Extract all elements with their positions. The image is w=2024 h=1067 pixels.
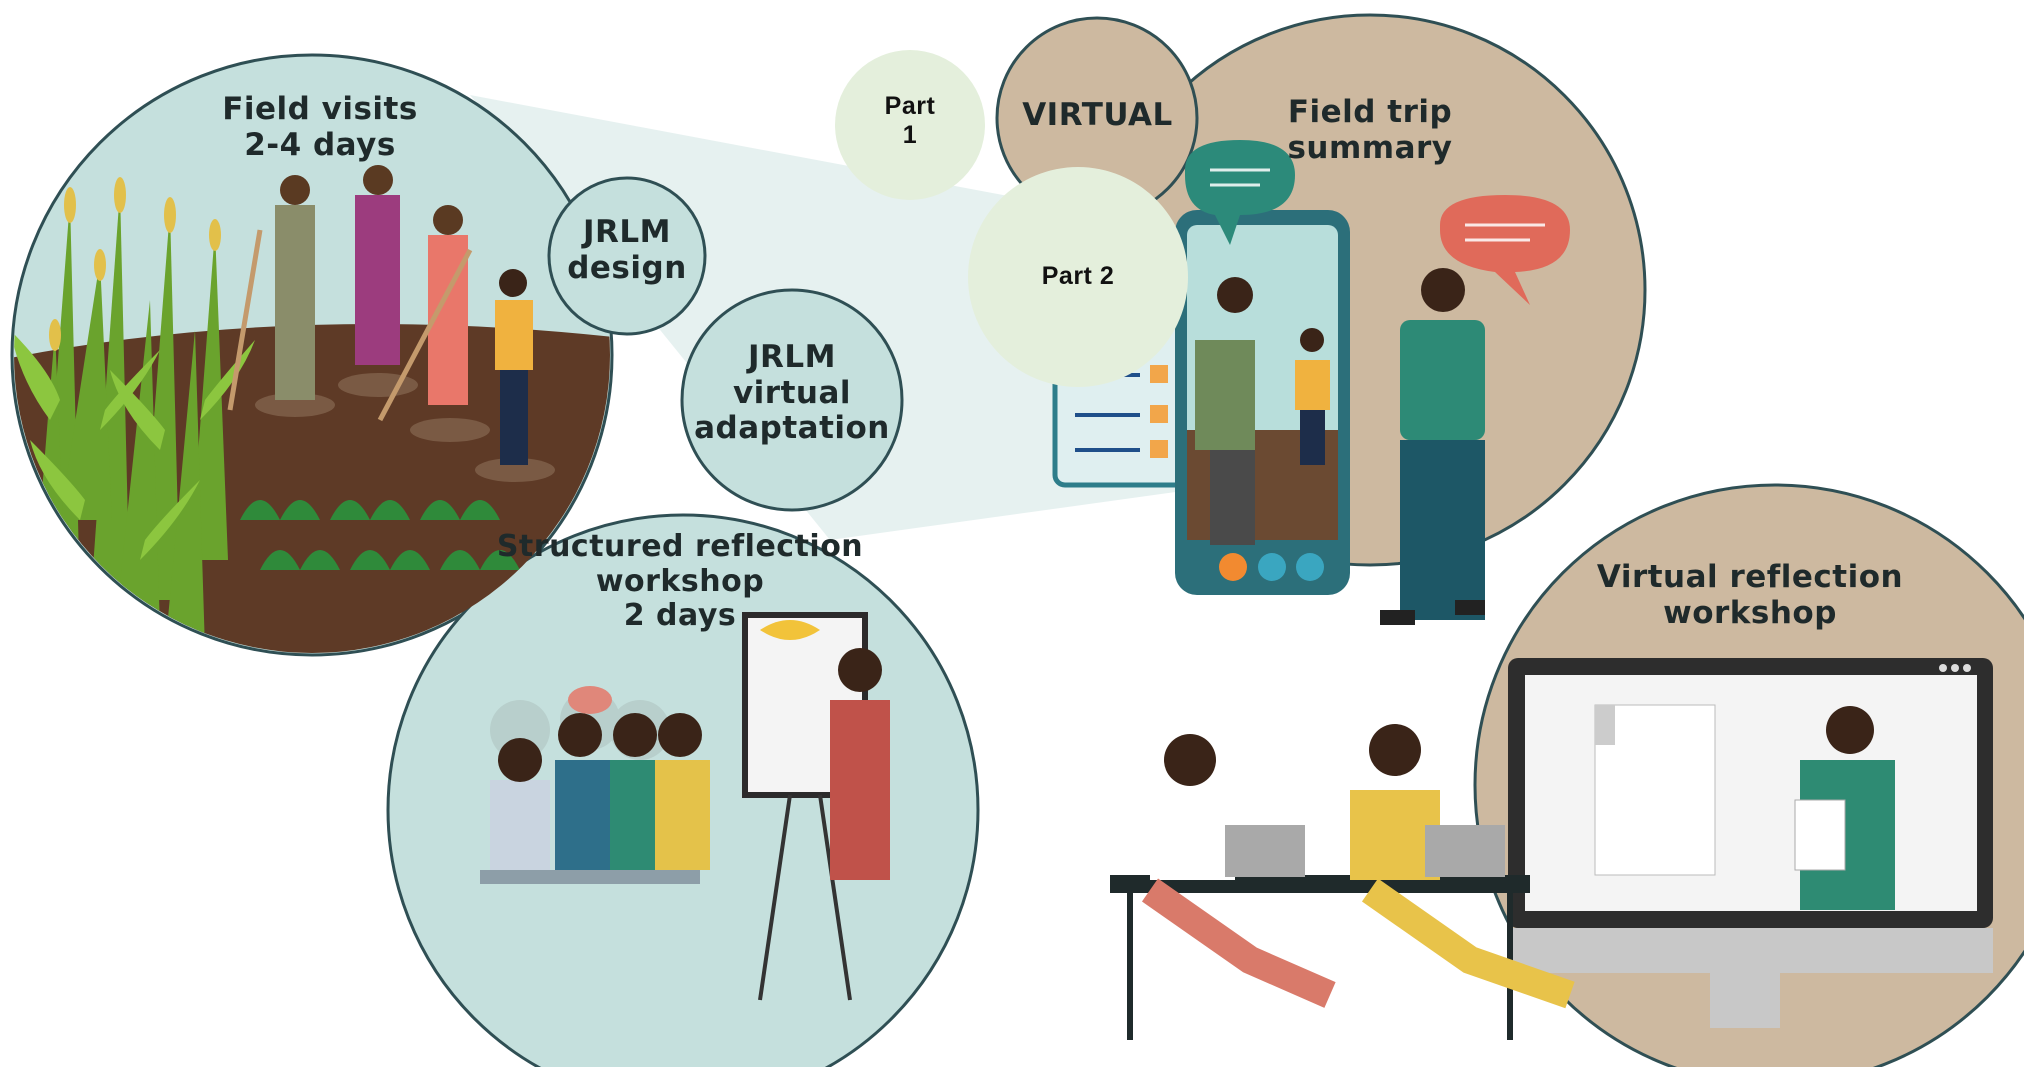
microphone-icon (1296, 553, 1324, 581)
jrlm-virtual-circle (680, 288, 904, 512)
phone-video-call (1175, 210, 1350, 595)
virtual-workshop-scene (1110, 658, 1993, 1040)
end-call-icon (1219, 553, 1247, 581)
standing-man (1380, 268, 1485, 625)
video-camera-icon (1258, 553, 1286, 581)
speech-bubble-icon (1185, 140, 1570, 305)
part-2-label: Part 2 (1041, 262, 1115, 290)
farmer-figures (227, 165, 555, 482)
part-1-circle (835, 50, 985, 200)
virtual-label: VIRTUAL (1022, 97, 1173, 133)
part-2-circle (968, 167, 1188, 387)
workshop-scene (480, 612, 890, 1001)
jrlm-design-circle (547, 176, 707, 336)
